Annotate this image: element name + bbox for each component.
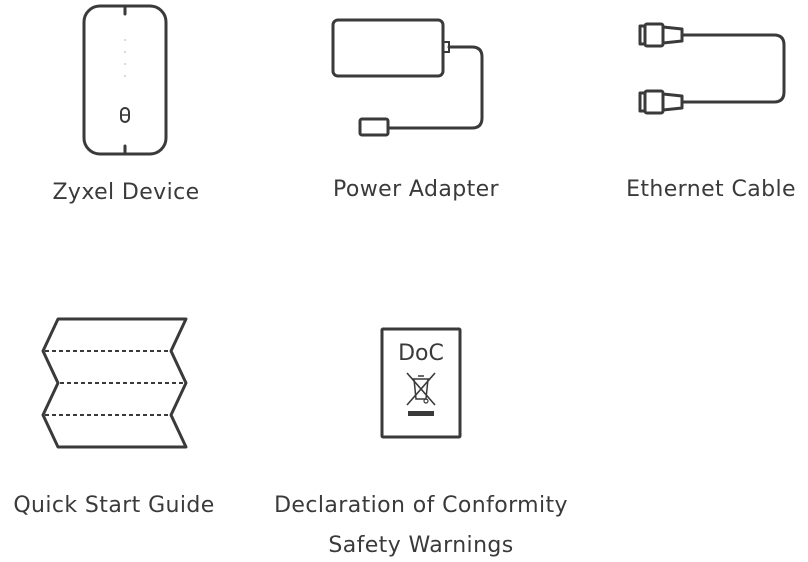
doc-card-icon: DoC (380, 327, 462, 439)
doc-card-text: DoC (398, 341, 444, 366)
power-adapter-label: Power Adapter (333, 177, 499, 202)
power-adapter-icon (330, 16, 490, 142)
quick-start-guide-label: Quick Start Guide (13, 493, 215, 518)
ethernet-cable-label: Ethernet Cable (626, 177, 796, 202)
router-icon (80, 4, 170, 156)
zyxel-device-label: Zyxel Device (52, 180, 200, 205)
weee-bin-icon (406, 372, 436, 416)
ethernet-cable-icon (636, 18, 792, 124)
declaration-of-conformity-label: Declaration of Conformity (274, 493, 568, 518)
folded-guide-icon (38, 316, 190, 450)
safety-warnings-label: Safety Warnings (328, 533, 514, 558)
